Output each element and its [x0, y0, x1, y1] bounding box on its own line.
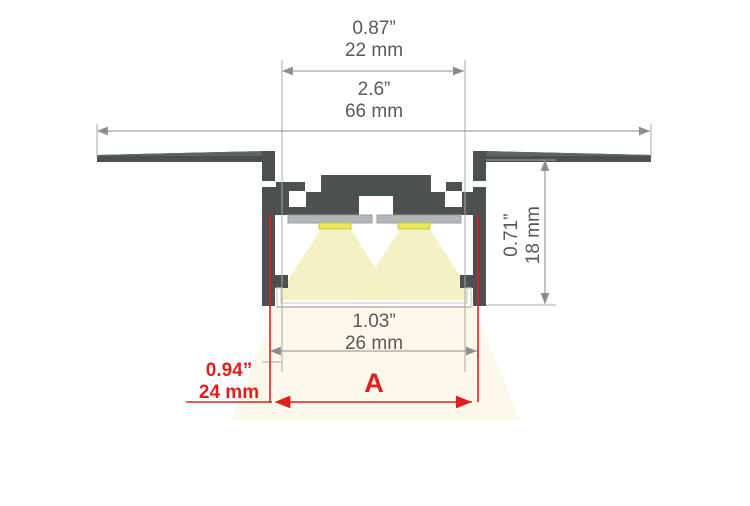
light-glow-below [232, 307, 520, 420]
led-pcb-left [287, 214, 373, 224]
diffuser-lens-group [276, 287, 472, 308]
dim-label-A: A [276, 368, 472, 399]
right-wall-groove [473, 181, 487, 187]
dim-18mm-inch: 0.71” [500, 213, 522, 257]
left-top-notch [289, 191, 306, 207]
dim-22mm-inch: 0.87” [352, 18, 396, 39]
dim-label-18mm-inch: 0.71” [501, 175, 523, 295]
dim-24mm-inch: 0.94” [205, 360, 253, 381]
right-top-notch [445, 191, 462, 207]
right-diffuser-clip [460, 275, 473, 288]
dim-A-letter: A [364, 368, 384, 398]
right-wall-bottom-cap [473, 296, 486, 306]
led-strip-group [287, 214, 462, 230]
dim-18mm-mm: 18 mm [522, 206, 544, 265]
extension-lines-red [269, 215, 479, 402]
left-outer-wall-c [262, 187, 275, 306]
right-outer-wall [473, 151, 486, 181]
left-wall-groove [262, 181, 276, 187]
center-raised-boss [321, 175, 431, 193]
dim-66mm-mm: 66 mm [344, 101, 404, 123]
right-drywall-flange-taper [480, 151, 651, 156]
left-wall-bottom-cap [262, 296, 275, 306]
left-outer-wall-b [262, 151, 275, 181]
aluminium-profile-body [97, 151, 651, 306]
dim-22mm-mm: 22 mm [344, 40, 404, 62]
dim-66mm-inch: 2.6” [357, 79, 391, 100]
right-outer-wall-c [473, 187, 486, 306]
dim-label-22mm: 0.87” 22 mm [282, 18, 466, 63]
diffuser-lens [276, 287, 472, 308]
led-emitter-left [318, 222, 352, 230]
dim-26mm-mm: 26 mm [344, 333, 404, 355]
left-drywall-flange-taper [97, 151, 268, 156]
led-pcb-right [376, 214, 462, 224]
led-emitter-right [397, 222, 431, 230]
dim-label-24mm: 0.94” 24 mm [186, 360, 272, 405]
light-cone-left [275, 229, 395, 300]
light-cone-right [355, 229, 475, 300]
dim-label-66mm: 2.6” 66 mm [282, 79, 466, 124]
center-boss-notch [359, 196, 393, 216]
dim-label-18mm-mm: 18 mm [523, 175, 545, 295]
dim-26mm-inch: 1.03” [352, 311, 396, 332]
light-cone-group [232, 229, 520, 420]
dim-24mm-mm: 24 mm [198, 382, 260, 404]
dim-label-26mm: 1.03” 26 mm [282, 311, 466, 356]
